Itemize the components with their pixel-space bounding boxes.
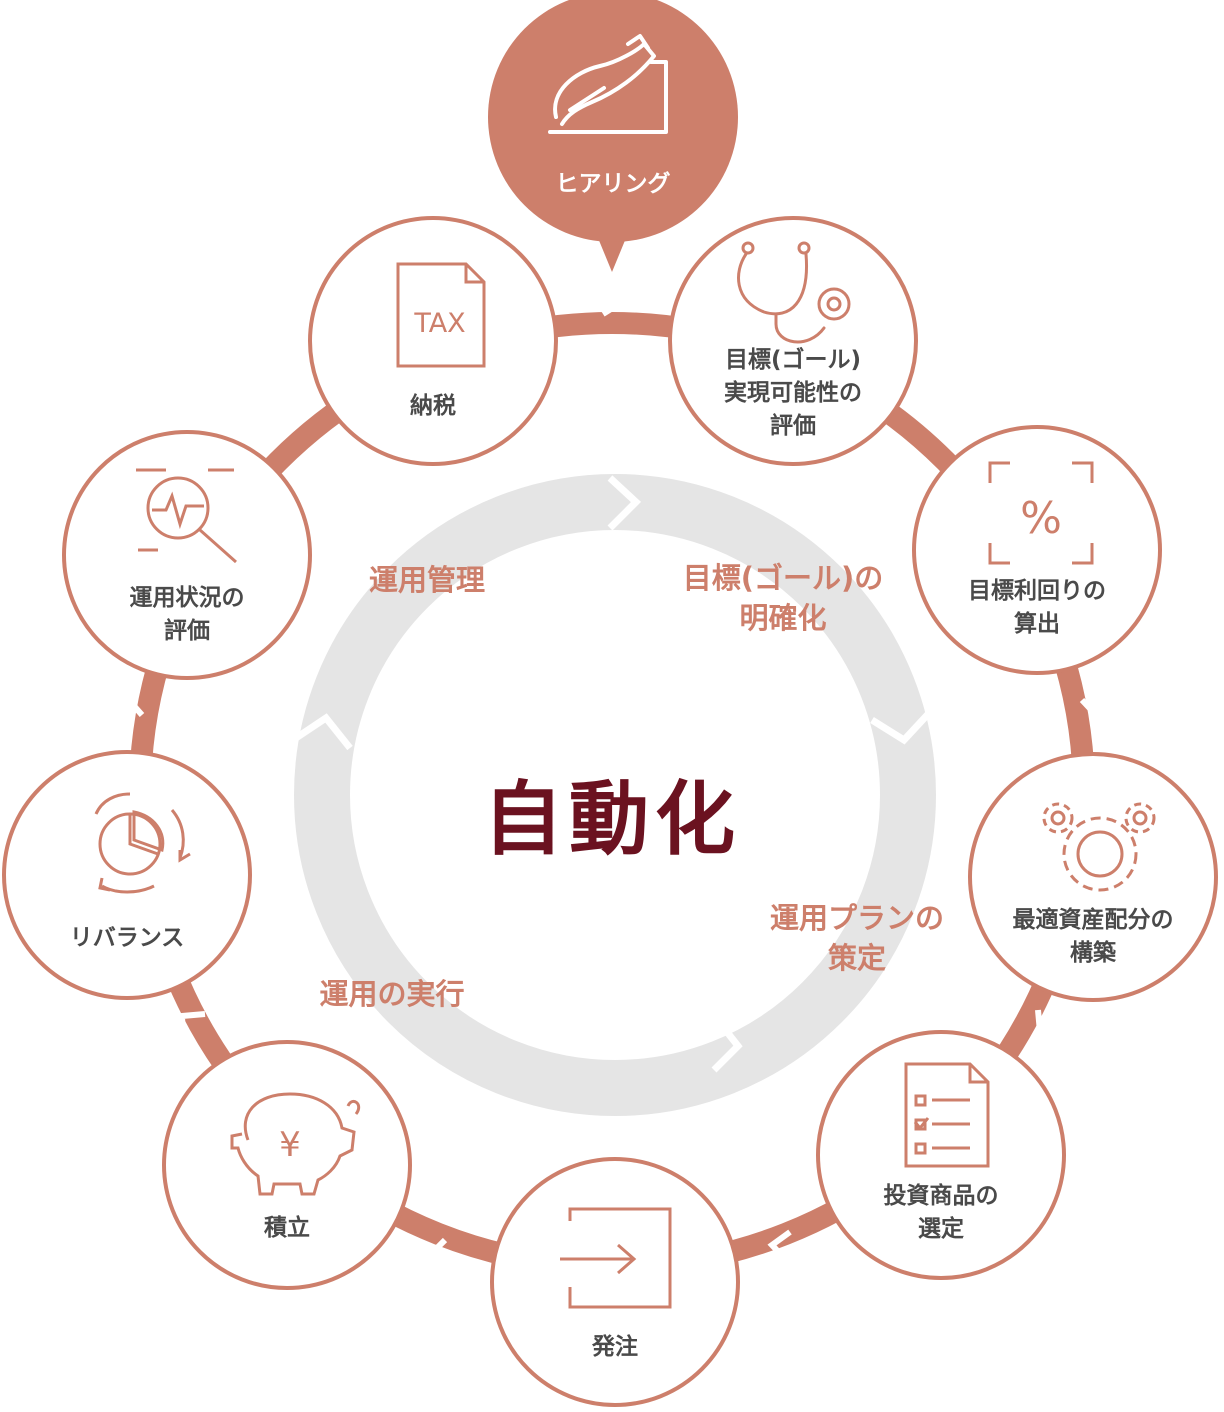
phase-management: 運用管理 <box>368 563 485 597</box>
yen-glyph: ¥ <box>279 1125 301 1165</box>
gears-icon <box>1042 802 1156 892</box>
inner-cycle-chevrons <box>294 475 933 1073</box>
step-performance-evaluation: 運用状況の 評価 <box>62 430 312 680</box>
step-accumulation: ¥ 積立 <box>162 1040 412 1290</box>
rebalance-pie-icon <box>94 792 191 894</box>
step-target-return: % 目標利回りの 算出 <box>912 425 1162 675</box>
tax-document-icon: TAX <box>396 262 486 368</box>
percent-glyph: % <box>1020 493 1062 544</box>
chevron-feasibility-return <box>917 399 942 429</box>
step-optimal-allocation-label: 最適資産配分の 構築 <box>1012 907 1174 966</box>
outer-cycle-chevrons <box>109 287 1115 1273</box>
step-hearing: ヒアリング <box>488 0 738 242</box>
step-target-return-label: 目標利回りの 算出 <box>968 578 1106 637</box>
chevron-evaluation-tax <box>292 390 322 415</box>
step-rebalance: リバランス <box>2 750 252 1000</box>
step-hearing-label: ヒアリング <box>555 171 671 197</box>
step-accumulation-label: 積立 <box>264 1215 310 1241</box>
inner-chevron-right <box>870 709 933 745</box>
stethoscope-icon <box>737 241 851 344</box>
step-rebalance-label: リバランス <box>69 925 185 951</box>
chevron-tax-hearing <box>601 287 628 317</box>
inner-chevron-top <box>607 475 642 531</box>
chevron-rebalance-evaluation <box>109 693 145 717</box>
step-performance-evaluation-label: 運用状況の 評価 <box>129 585 245 644</box>
percent-bracket-icon: % <box>988 461 1094 565</box>
inner-cycle-ring <box>294 474 936 1116</box>
chevron-allocation-product <box>1035 1009 1063 1037</box>
step-goal-feasibility-label: 目標(ゴール) 実現可能性の 評価 <box>724 347 862 439</box>
phase-plan-formulation: 運用プランの 策定 <box>769 901 944 975</box>
tax-glyph: TAX <box>413 308 465 339</box>
chevron-product-order <box>767 1229 792 1265</box>
step-tax-payment-label: 納税 <box>410 393 456 419</box>
step-tax-payment: TAX 納税 <box>308 216 558 466</box>
center-title: 自動化 <box>483 773 741 866</box>
phase-execution: 運用の実行 <box>319 977 465 1011</box>
step-order-label: 発注 <box>592 1334 638 1360</box>
hearing-pointer <box>598 238 626 272</box>
checklist-icon <box>904 1062 990 1168</box>
inner-chevron-bottom <box>711 1015 743 1073</box>
piggy-bank-icon: ¥ <box>230 1092 361 1196</box>
phase-goal-clarification: 目標(ゴール)の 明確化 <box>682 561 884 635</box>
step-order: 発注 <box>490 1157 740 1407</box>
inner-chevron-left <box>294 713 353 751</box>
chevron-order-accumulation <box>425 1237 449 1273</box>
magnifier-chart-icon <box>136 468 237 564</box>
enter-arrow-icon <box>560 1207 672 1309</box>
step-product-selection: 投資商品の 選定 <box>816 1030 1066 1280</box>
handwriting-icon <box>548 34 668 134</box>
step-goal-feasibility: 目標(ゴール) 実現可能性の 評価 <box>668 216 918 466</box>
chevron-return-allocation <box>1079 697 1115 721</box>
chevron-accumulation-rebalance <box>178 1011 206 1041</box>
step-optimal-allocation: 最適資産配分の 構築 <box>968 752 1218 1002</box>
step-product-selection-label: 投資商品の 選定 <box>883 1183 999 1242</box>
